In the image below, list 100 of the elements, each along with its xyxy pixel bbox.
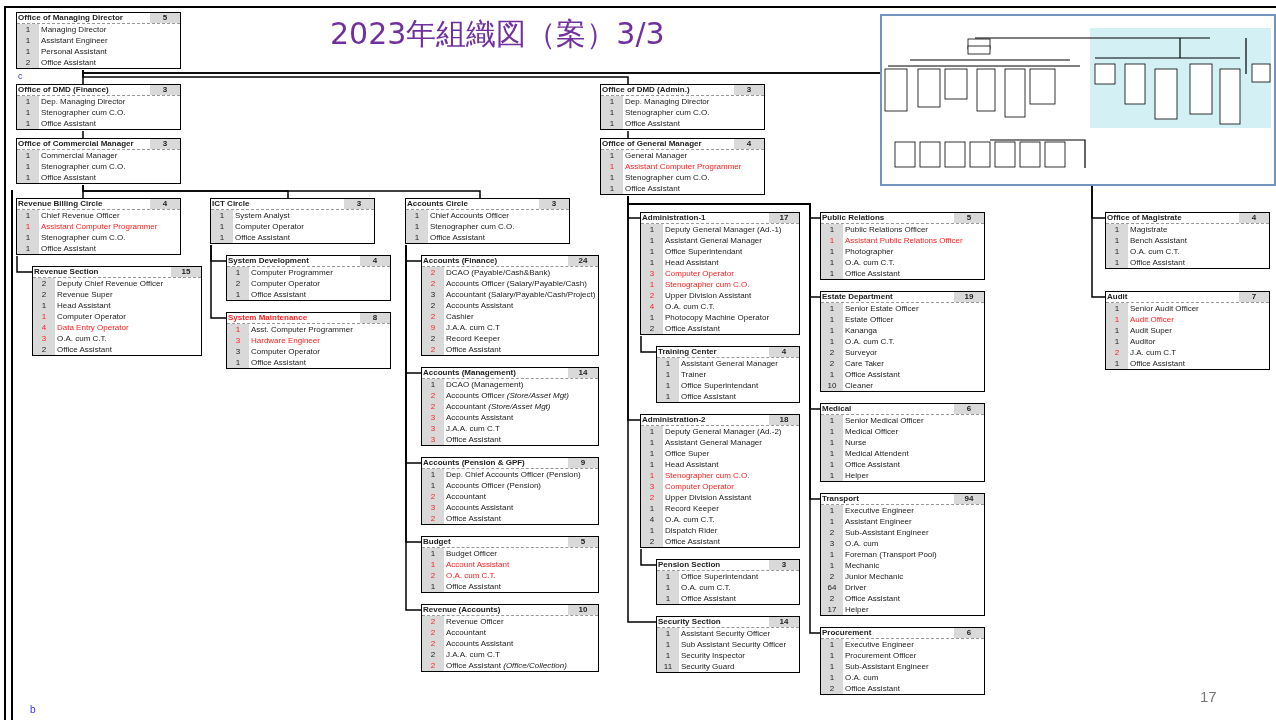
position-name: Audit Super <box>1129 325 1172 336</box>
position-name: Stenographer cum C.O. <box>40 161 126 172</box>
staff-count: 1 <box>821 415 843 426</box>
org-table <box>820 627 985 695</box>
staff-count: 1 <box>641 448 663 459</box>
staff-count: 2 <box>821 527 843 538</box>
staff-count: 2 <box>1106 347 1128 358</box>
staff-count: 1 <box>641 279 663 290</box>
staff-count: 2 <box>422 333 444 344</box>
staff-count: 1 <box>821 650 843 661</box>
staff-count: 1 <box>821 369 843 380</box>
org-table <box>421 457 599 525</box>
position-name: Office Assistant <box>1129 257 1185 268</box>
position-name: Deputy Chief Revenue Officer <box>56 278 164 289</box>
staff-count: 17 <box>821 604 843 615</box>
staff-count: 1 <box>641 437 663 448</box>
headcount: 3 <box>150 85 180 95</box>
staff-count: 2 <box>422 344 444 355</box>
org-table <box>600 138 765 195</box>
staff-count: 1 <box>821 661 843 672</box>
position-name: Computer Operator <box>664 268 734 279</box>
position-name: Sub Assistant Security Officer <box>680 639 787 650</box>
staff-count: 2 <box>641 290 663 301</box>
staff-count: 1 <box>211 232 233 243</box>
staff-count: 1 <box>657 391 679 402</box>
staff-count: 1 <box>1106 336 1128 347</box>
staff-count: 1 <box>422 559 444 570</box>
staff-count: 1 <box>1106 325 1128 336</box>
staff-count: 3 <box>422 434 444 445</box>
position-name: O.A. cum C.T. <box>664 301 715 312</box>
table-heading: Office of Managing Director <box>17 13 124 23</box>
table-heading: Security Section <box>657 617 722 627</box>
position-name: Executive Engineer <box>844 639 914 650</box>
table-heading: System Development <box>227 256 310 266</box>
position-name: Office Assistant <box>680 391 736 402</box>
position-name: O.A. cum C.T. <box>844 257 895 268</box>
staff-count: 1 <box>657 639 679 650</box>
staff-count: 1 <box>227 289 249 300</box>
org-table <box>226 255 391 301</box>
staff-count: 1 <box>821 437 843 448</box>
connector-line <box>16 255 33 273</box>
position-name: Assistant Public Relations Officer <box>844 235 963 246</box>
staff-count: 1 <box>821 426 843 437</box>
position-name: Audit Officer <box>1129 314 1174 325</box>
table-heading: Budget <box>422 537 452 547</box>
staff-count: 1 <box>17 243 39 254</box>
table-heading: Office of Commercial Manager <box>17 139 135 149</box>
staff-count: 3 <box>422 423 444 434</box>
staff-count: 1 <box>17 96 39 107</box>
staff-count: 4 <box>33 322 55 333</box>
position-name: Stenographer cum C.O. <box>624 172 710 183</box>
staff-count: 1 <box>601 183 623 194</box>
table-heading: Public Relations <box>821 213 886 223</box>
headcount: 4 <box>734 139 764 149</box>
connector-line <box>82 184 481 199</box>
position-name: O.A. cum C.T. <box>445 570 496 581</box>
staff-count: 2 <box>422 638 444 649</box>
position-name: Computer Operator <box>250 346 320 357</box>
staff-count: 1 <box>821 459 843 470</box>
staff-count: 2 <box>17 57 39 68</box>
position-name: Office Assistant <box>445 581 501 592</box>
position-name: Stenographer cum C.O. <box>40 107 126 118</box>
staff-count: 1 <box>227 324 249 335</box>
org-table <box>820 493 985 616</box>
position-name: Helper <box>844 470 869 481</box>
staff-count: 1 <box>17 35 39 46</box>
position-name: O.A. cum <box>844 538 879 549</box>
staff-count: 1 <box>641 459 663 470</box>
position-name: J.A. cum C.T <box>1129 347 1177 358</box>
headcount: 15 <box>171 267 201 277</box>
position-name: Head Assistant <box>664 459 719 470</box>
position-name: Senior Estate Officer <box>844 303 919 314</box>
staff-count: 1 <box>601 118 623 129</box>
staff-count: 1 <box>17 232 39 243</box>
staff-count: 2 <box>641 492 663 503</box>
position-name: Accounts Assistant <box>445 412 514 423</box>
position-name: Office Assistant <box>429 232 485 243</box>
position-name: Auditor <box>1129 336 1156 347</box>
position-name: Bench Assistant <box>1129 235 1187 246</box>
position-name: Office Assistant <box>234 232 290 243</box>
staff-count: 2 <box>422 513 444 524</box>
staff-count: 1 <box>1106 224 1128 235</box>
position-name: Helper <box>844 604 869 615</box>
staff-count: 1 <box>211 221 233 232</box>
staff-count: 2 <box>422 649 444 660</box>
position-name: Foreman (Transport Pool) <box>844 549 937 560</box>
staff-count: 1 <box>1106 235 1128 246</box>
staff-count: 2 <box>227 278 249 289</box>
staff-count: 3 <box>641 268 663 279</box>
position-name: Office Assistant <box>624 118 680 129</box>
headcount: 4 <box>1239 213 1269 223</box>
table-heading: Administration-2 <box>641 415 707 425</box>
staff-count: 2 <box>422 660 444 671</box>
staff-count: 1 <box>641 257 663 268</box>
position-name: General Manager <box>624 150 688 161</box>
headcount: 18 <box>769 415 799 425</box>
position-name: Dep. Chief Accounts Officer (Pension) <box>445 469 581 480</box>
connector-line <box>210 244 227 319</box>
staff-count: 2 <box>422 616 444 627</box>
position-name: Nurse <box>844 437 867 448</box>
